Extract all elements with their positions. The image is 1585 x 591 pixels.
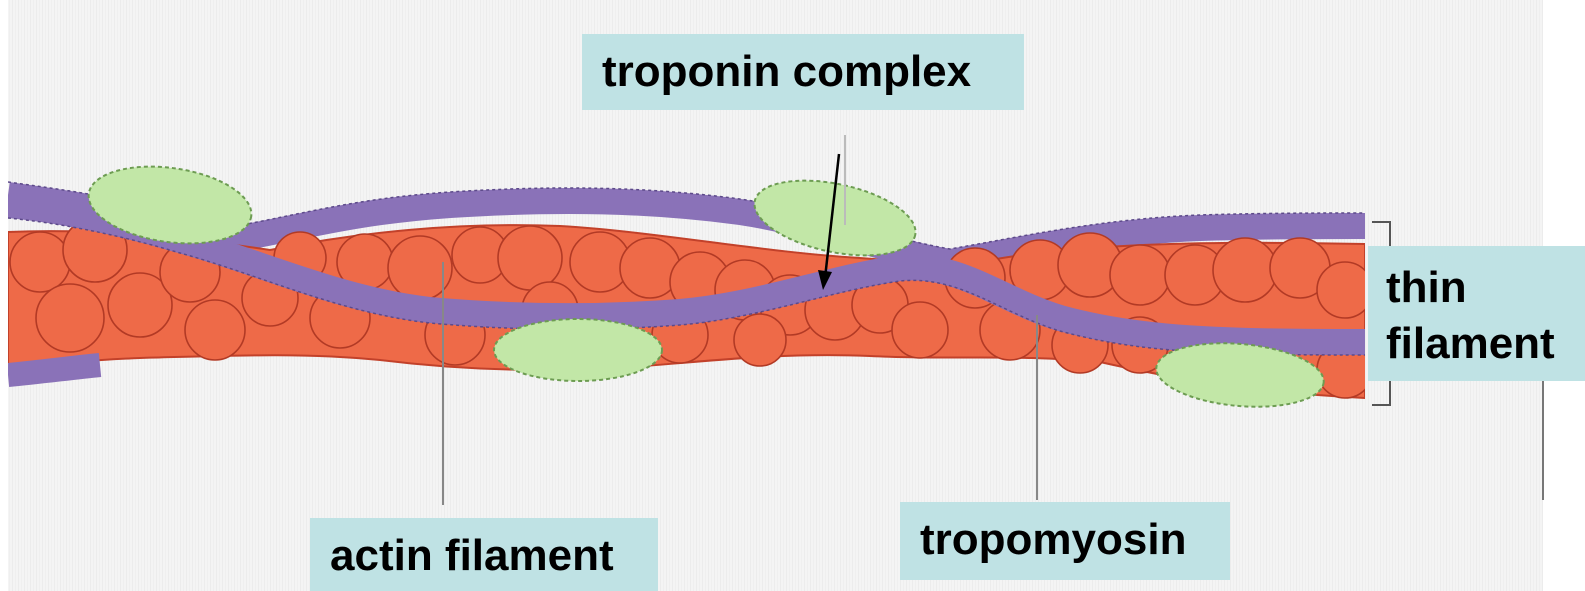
troponin-complex-label: troponin complex: [582, 34, 1024, 110]
tropomyosin-strand-lower: [8, 365, 100, 375]
thin-filament-label: thin filament: [1368, 246, 1585, 381]
thin-filament-label-line1: thin: [1386, 260, 1585, 316]
actin-filament-label: actin filament: [310, 518, 658, 591]
thin-filament-label-line2: filament: [1386, 316, 1585, 372]
tropomyosin-label: tropomyosin: [900, 502, 1230, 580]
troponin-complex-3: [494, 319, 662, 381]
